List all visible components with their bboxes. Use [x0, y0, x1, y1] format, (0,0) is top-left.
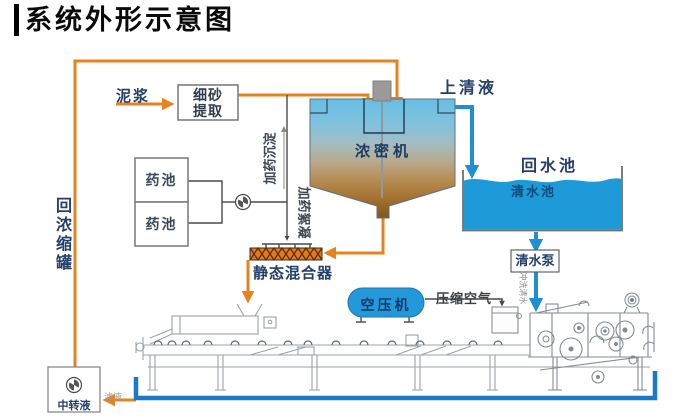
thickener-label: 浓密机	[355, 143, 413, 160]
mixer-label: 静态混合器	[253, 265, 334, 282]
blue-pipes	[455, 105, 544, 313]
belt-press-machine	[135, 303, 650, 391]
clear-water-label: 清水池	[511, 184, 557, 199]
dosing-flocculation-label: 加药絮凝	[296, 186, 312, 239]
compressor-label: 空压机	[360, 297, 412, 313]
chem-pool-2-label: 药池	[145, 216, 178, 232]
clear-pump-box	[510, 249, 560, 273]
air-compressor	[347, 287, 425, 323]
chem-pool-1-box	[134, 157, 189, 203]
supernatant-label: 上清液	[440, 80, 498, 97]
mud-label: 泥浆	[116, 88, 151, 105]
orange-pipes	[73, 59, 404, 407]
return-pool-label: 回水池	[521, 158, 579, 175]
transfer-pump	[65, 376, 83, 394]
dosing-pump	[234, 193, 252, 211]
deck-rollers	[153, 340, 503, 346]
transfer-label: 中转液	[57, 400, 91, 412]
chem-pool-2-box	[134, 201, 189, 247]
fine-sand-box	[177, 84, 239, 121]
static-mixer	[249, 246, 323, 262]
gray-lines	[188, 95, 505, 307]
return-tank-label: 回浓缩罐	[53, 197, 70, 273]
return-water-pool	[462, 166, 623, 232]
thickener-tank	[309, 80, 456, 219]
chem-pool-1-label: 药池	[145, 172, 178, 188]
fine-sand-label: 细砂提取	[193, 86, 223, 119]
compressed-air-label: 压缩空气	[436, 291, 493, 306]
filtrate-pipe	[133, 371, 658, 401]
dosing-sedimentation-label: 加药沉淀	[262, 132, 278, 185]
filtrate-label: 滤液	[104, 392, 123, 402]
air-tank	[491, 306, 523, 334]
boxes	[47, 84, 560, 413]
press-section	[528, 292, 655, 391]
page-title: 系统外形示意图	[14, 4, 235, 36]
flush-water-label: 冲洗清水	[518, 272, 528, 305]
clear-pump-label: 清水泵	[515, 253, 555, 268]
thickener-motor	[372, 80, 392, 102]
